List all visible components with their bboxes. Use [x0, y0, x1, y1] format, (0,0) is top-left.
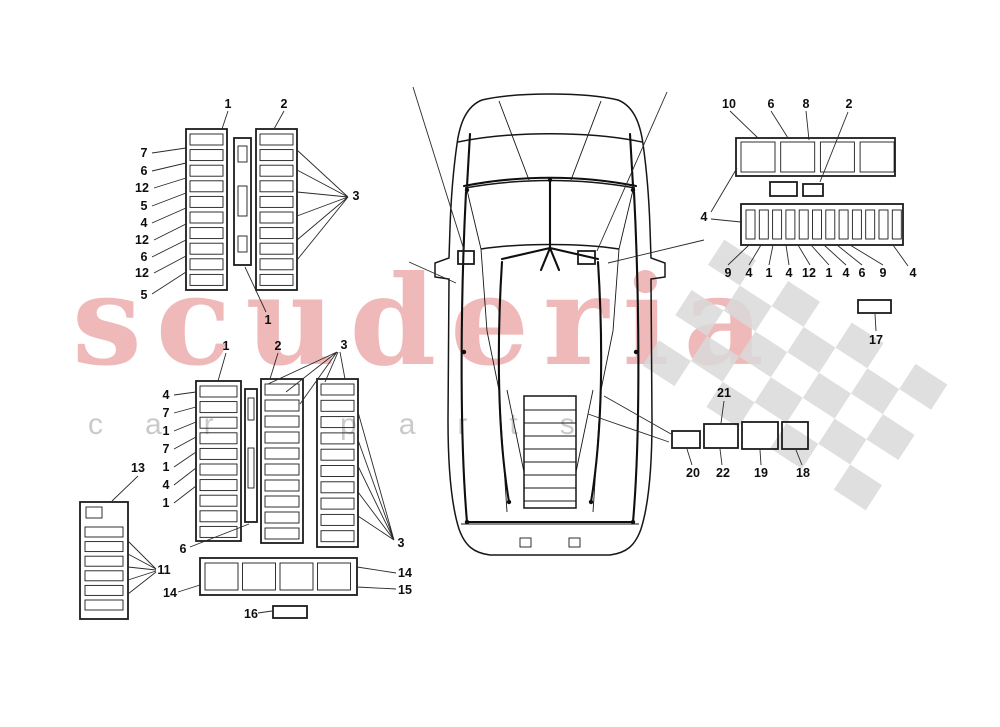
connector-group-right — [671, 400, 809, 466]
callout-4: 4 — [745, 266, 753, 280]
callout-7: 7 — [140, 146, 148, 160]
callout-2: 2 — [280, 97, 288, 111]
callout-6: 6 — [140, 164, 148, 178]
fuse-slots-col2 — [264, 383, 300, 540]
fuse-cells — [204, 562, 351, 591]
callout-1: 1 — [825, 266, 833, 280]
callout-14: 14 — [163, 586, 177, 600]
fuse-strip-bottom — [177, 557, 397, 619]
fuse-slots-col3 — [320, 383, 355, 543]
callout-2: 2 — [274, 339, 282, 353]
watermark-tagline-text: car parts — [88, 408, 617, 441]
fuse-slots-col1 — [199, 385, 238, 538]
fuse-slots — [84, 526, 124, 611]
callout-4: 4 — [909, 266, 917, 280]
callout-1: 1 — [224, 97, 232, 111]
callout-12: 12 — [135, 181, 149, 195]
relaybox-top-right — [710, 110, 909, 332]
callout-19: 19 — [754, 466, 768, 480]
callout-7: 7 — [162, 406, 170, 420]
callout-4: 4 — [785, 266, 793, 280]
callout-4: 4 — [842, 266, 850, 280]
callout-14: 14 — [398, 566, 412, 580]
callout-6: 6 — [179, 542, 187, 556]
callout-1: 1 — [765, 266, 773, 280]
callout-9: 9 — [724, 266, 732, 280]
callout-20: 20 — [686, 466, 700, 480]
checkered-flag-watermark — [642, 239, 948, 511]
callout-13: 13 — [131, 461, 145, 475]
fuse-slots-col2 — [259, 133, 294, 286]
callout-12: 12 — [802, 266, 816, 280]
callout-1: 1 — [162, 460, 170, 474]
car-leader-lines — [408, 86, 705, 443]
fuse-slots-row — [745, 209, 902, 240]
callout-4: 4 — [162, 478, 170, 492]
callout-7: 7 — [162, 442, 170, 456]
fusebox-mid-left — [173, 351, 395, 548]
callout-6: 6 — [767, 97, 775, 111]
car-top-view — [434, 93, 666, 556]
callout-9: 9 — [879, 266, 887, 280]
callout-11: 11 — [157, 563, 171, 577]
callout-21: 21 — [717, 386, 731, 400]
callout-5: 5 — [140, 288, 148, 302]
callout-3: 3 — [340, 338, 348, 352]
callout-4: 4 — [140, 216, 148, 230]
fusebox-top-left — [151, 110, 349, 313]
callout-15: 15 — [398, 583, 412, 597]
fusebox-bottom-left — [79, 475, 157, 620]
callout-10: 10 — [722, 97, 736, 111]
callout-8: 8 — [802, 97, 810, 111]
callout-2: 2 — [845, 97, 853, 111]
callout-6: 6 — [858, 266, 866, 280]
callout-1: 1 — [162, 496, 170, 510]
callout-18: 18 — [796, 466, 810, 480]
callout-1: 1 — [222, 339, 230, 353]
callout-12: 12 — [135, 233, 149, 247]
callout-3: 3 — [397, 536, 405, 550]
relay-cells — [740, 141, 895, 173]
callout-4: 4 — [700, 210, 708, 224]
fuse-slots-col1 — [189, 133, 224, 286]
callout-17: 17 — [869, 333, 883, 347]
callout-6: 6 — [140, 250, 148, 264]
callout-3: 3 — [352, 189, 360, 203]
callout-1: 1 — [162, 424, 170, 438]
callout-4: 4 — [162, 388, 170, 402]
callout-5: 5 — [140, 199, 148, 213]
callout-16: 16 — [244, 607, 258, 621]
callout-22: 22 — [716, 466, 730, 480]
callout-12: 12 — [135, 266, 149, 280]
callout-1: 1 — [264, 313, 272, 327]
